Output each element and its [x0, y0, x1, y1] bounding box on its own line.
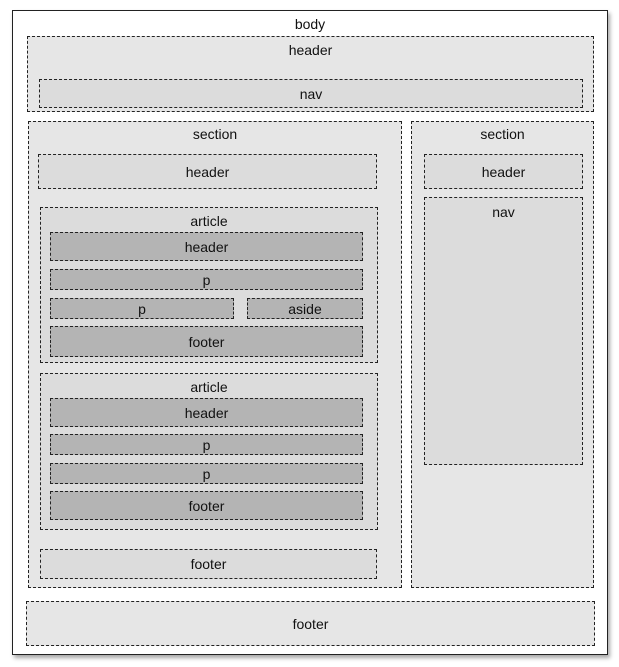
article-2-header-label: header — [184, 404, 229, 421]
article-1-p1-label: p — [202, 271, 211, 288]
article-2-footer-label: footer — [188, 497, 225, 514]
body-box: body header nav section header article h… — [12, 10, 608, 655]
article-1-footer-label: footer — [188, 333, 225, 350]
article-1-aside-label: aside — [288, 300, 322, 317]
article-1-label: article — [190, 213, 228, 229]
main-section-footer-box: footer — [40, 549, 377, 579]
side-section-header-label: header — [481, 163, 526, 180]
article-1-aside-box: aside — [247, 298, 363, 319]
page-header-box: header nav — [27, 36, 594, 112]
article-2-label: article — [190, 379, 228, 395]
main-section-footer-label: footer — [190, 556, 227, 572]
article-2-footer-box: footer — [50, 491, 363, 520]
main-section-header-box: header — [38, 154, 377, 189]
article-2-box: article header p p footer — [40, 373, 378, 530]
page-footer-label: footer — [292, 615, 329, 632]
main-section-box: section header article header p p aside … — [28, 121, 402, 588]
article-2-p2-box: p — [50, 463, 363, 484]
side-section-label: section — [480, 126, 525, 142]
article-1-p1-box: p — [50, 269, 363, 290]
side-section-nav-label: nav — [492, 204, 515, 220]
body-label: body — [294, 16, 326, 32]
article-1-header-label: header — [184, 238, 229, 255]
header-nav-label: nav — [299, 85, 323, 102]
side-section-box: section header nav — [411, 121, 594, 588]
article-2-header-box: header — [50, 398, 363, 427]
side-section-header-box: header — [424, 154, 583, 189]
article-2-p1-box: p — [50, 434, 363, 455]
article-2-p2-label: p — [202, 465, 211, 482]
article-2-p1-label: p — [202, 436, 211, 453]
main-section-label: section — [192, 126, 238, 142]
article-1-header-box: header — [50, 232, 363, 261]
article-1-box: article header p p aside footer — [40, 207, 378, 363]
article-1-p2-label: p — [138, 300, 146, 317]
side-section-nav-box: nav — [424, 197, 583, 465]
page-footer-box: footer — [26, 601, 595, 646]
header-nav-box: nav — [39, 79, 583, 108]
article-1-p2-box: p — [50, 298, 234, 319]
page-header-label: header — [288, 42, 333, 58]
article-1-footer-box: footer — [50, 326, 363, 357]
main-section-header-label: header — [185, 163, 230, 180]
